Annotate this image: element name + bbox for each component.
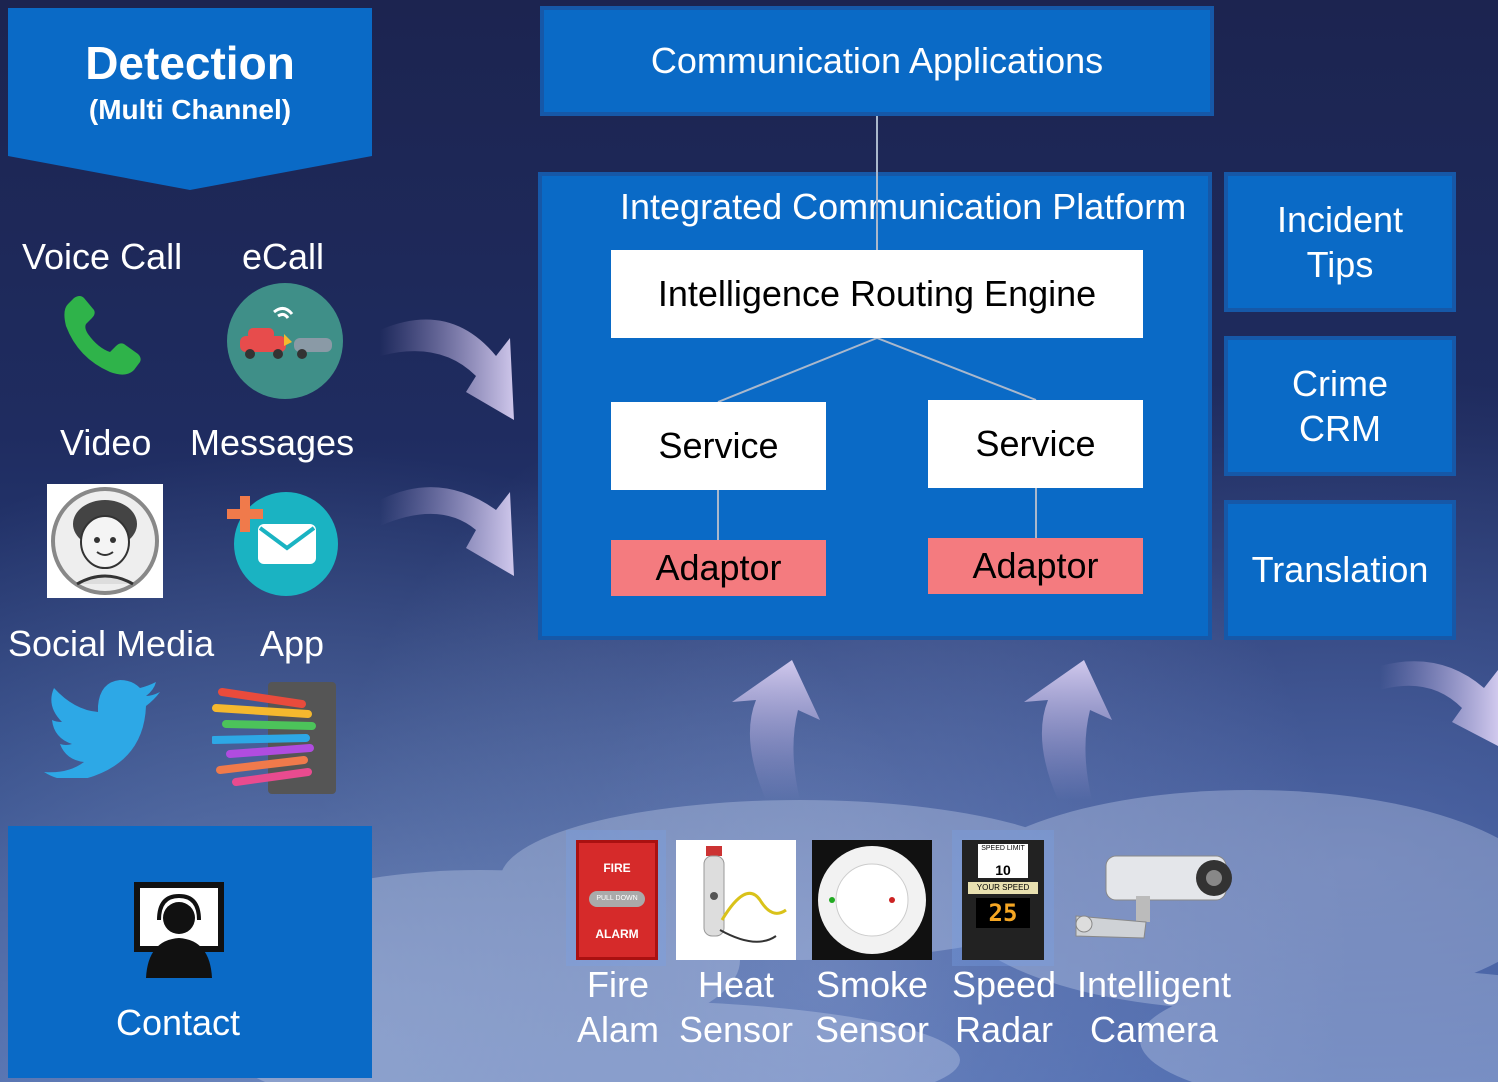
- smoke-sensor-line1: Smoke: [815, 964, 929, 1005]
- service-left-label: Service: [658, 425, 779, 466]
- speed-sign-reading: 25: [976, 898, 1030, 928]
- fire-alarm-label: Fire Alam: [568, 962, 668, 1052]
- smoke-sensor-line2: Sensor: [814, 1009, 930, 1050]
- arrow-right-1: [380, 319, 514, 420]
- heat-sensor-image: [676, 840, 796, 960]
- service-box-right: Service: [928, 400, 1143, 488]
- crime-crm-line2: CRM: [1299, 408, 1381, 449]
- messages-label: Messages: [190, 422, 355, 463]
- speed-radar-label: Speed Radar: [946, 962, 1062, 1052]
- incident-tips-line1: Incident: [1276, 199, 1404, 240]
- platform-title: Integrated Communication Platform: [620, 186, 1187, 227]
- translation-label: Translation: [1251, 549, 1429, 590]
- fire-alarm-image: FIRE PULL DOWN ALARM: [576, 840, 658, 960]
- smoke-sensor-label: Smoke Sensor: [812, 962, 932, 1052]
- video-label: Video: [60, 422, 152, 463]
- arrow-up-2: [1024, 660, 1112, 800]
- speed-sign-bottom: YOUR SPEED: [968, 882, 1038, 894]
- intelligent-camera-label: Intelligent Camera: [1064, 962, 1244, 1052]
- incident-tips-line2: Tips: [1306, 244, 1374, 285]
- arrow-right-3: [1380, 661, 1498, 746]
- app-label: App: [260, 623, 325, 664]
- adaptor-box-left: Adaptor: [611, 540, 826, 596]
- speed-radar-line1: Speed: [951, 964, 1057, 1005]
- speed-sign-value: 10: [995, 862, 1011, 878]
- social-media-label: Social Media: [8, 623, 215, 664]
- communication-applications-box: Communication Applications: [540, 6, 1214, 116]
- speed-radar-image: SPEED LIMIT 10 YOUR SPEED 25: [962, 840, 1044, 960]
- speed-sign-top: SPEED LIMIT: [978, 844, 1028, 878]
- video-avatar-icon: [47, 484, 163, 598]
- adaptor-left-label: Adaptor: [655, 547, 782, 588]
- adaptor-right-label: Adaptor: [972, 545, 1099, 586]
- contact-label: Contact: [115, 1002, 241, 1043]
- detection-title: Detection: [85, 37, 295, 89]
- fire-alarm-line1: Fire: [587, 964, 649, 1005]
- crime-crm-line1: Crime: [1292, 363, 1388, 404]
- fire-sign-mid: PULL DOWN: [589, 891, 645, 907]
- routing-engine-label: Intelligence Routing Engine: [657, 273, 1097, 314]
- incident-tips-box: Incident Tips: [1224, 172, 1456, 312]
- messages-icon: [227, 492, 338, 596]
- translation-box: Translation: [1224, 500, 1456, 640]
- service-right-label: Service: [975, 423, 1096, 464]
- adaptor-box-right: Adaptor: [928, 538, 1143, 594]
- phone-icon: [64, 296, 141, 375]
- communication-applications-label: Communication Applications: [650, 40, 1104, 81]
- voice-call-label: Voice Call: [22, 236, 183, 277]
- routing-engine-box: Intelligence Routing Engine: [611, 250, 1143, 338]
- crime-crm-box: Crime CRM: [1224, 336, 1456, 476]
- headset-agent-icon: [134, 882, 224, 978]
- contact-box: Contact: [8, 826, 372, 1078]
- detection-subtitle: (Multi Channel): [88, 94, 292, 125]
- intelligent-camera-image: [1075, 855, 1232, 939]
- ecall-icon: [227, 283, 343, 399]
- arrow-up-1: [732, 660, 820, 800]
- speed-radar-line2: Radar: [954, 1009, 1054, 1050]
- detection-banner: Detection (Multi Channel): [8, 8, 372, 190]
- intelligent-camera-line1: Intelligent: [1076, 964, 1232, 1005]
- fire-sign-top: FIRE: [603, 861, 631, 875]
- fire-alarm-line2: Alam: [576, 1009, 660, 1050]
- arrow-right-2: [380, 487, 514, 576]
- app-icon: [212, 682, 336, 794]
- smoke-sensor-image: [812, 840, 932, 960]
- fire-sign-bottom: ALARM: [595, 927, 639, 941]
- intelligent-camera-line2: Camera: [1089, 1009, 1219, 1050]
- heat-sensor-line1: Heat: [697, 964, 775, 1005]
- twitter-icon: [44, 680, 160, 778]
- heat-sensor-line2: Sensor: [678, 1009, 794, 1050]
- service-box-left: Service: [611, 402, 826, 490]
- ecall-label: eCall: [242, 236, 325, 277]
- heat-sensor-label: Heat Sensor: [676, 962, 796, 1052]
